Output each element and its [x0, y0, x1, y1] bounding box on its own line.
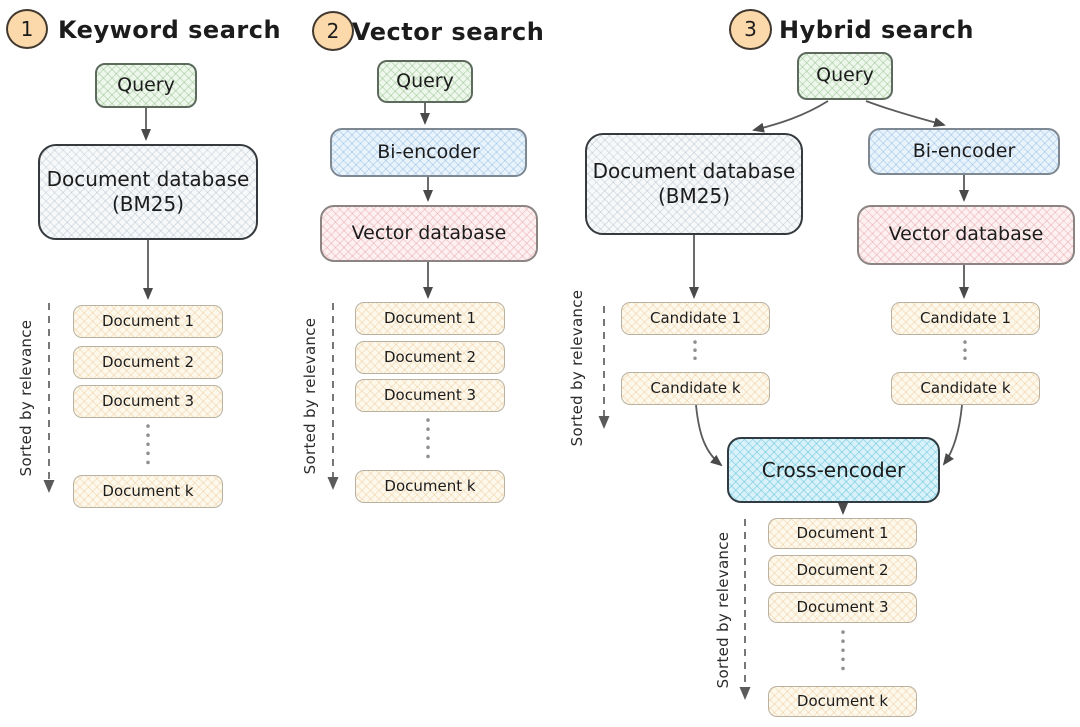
hybrid-document-item: Document 2 [768, 555, 917, 586]
section-hybrid-title: Hybrid search [779, 16, 974, 44]
vector-document-item: Document 2 [355, 341, 505, 374]
hybrid-db-line1: Document database [592, 159, 796, 183]
arrow-hybrid-query-to-db-icon [752, 100, 829, 133]
hybrid-candidate-item-left: Candidate k [621, 372, 770, 405]
keyword-document-item: Document 3 [73, 385, 223, 418]
hybrid-vector-db-node: Vector database [857, 205, 1075, 265]
curve-candidates-left-to-crossencoder-icon [695, 404, 723, 467]
keyword-document-item: Document k [73, 475, 223, 508]
section-hybrid-number-badge: 3 [729, 9, 772, 50]
keyword-document-db-label: Document database (BM25) [47, 167, 250, 217]
hybrid-document-item: Document 3 [768, 592, 917, 623]
arrow-hybrid-query-to-biencoder-icon [865, 100, 946, 128]
hybrid-cross-encoder-node: Cross-encoder [727, 437, 940, 503]
vector-document-item: Document k [355, 470, 505, 503]
keyword-sorted-label: Sorted by relevance [17, 319, 35, 477]
keyword-document-db-node: Document database (BM25) [38, 144, 258, 240]
hybrid-bi-encoder-node: Bi-encoder [868, 128, 1060, 175]
vector-query-node: Query [377, 60, 473, 103]
hybrid-documents-sorted-label: Sorted by relevance [714, 531, 732, 689]
hybrid-candidate-item-right: Candidate k [891, 372, 1040, 405]
vector-bi-encoder-node: Bi-encoder [330, 128, 527, 177]
section-keyword-number-badge: 1 [6, 9, 48, 49]
vector-vector-db-node: Vector database [320, 205, 538, 262]
hybrid-candidate-item-left: Candidate 1 [621, 302, 770, 335]
section-vector-title: Vector search [352, 18, 545, 46]
keyword-db-line1: Document database [46, 167, 250, 191]
hybrid-document-item: Document 1 [768, 518, 917, 549]
vector-document-item: Document 3 [355, 379, 505, 412]
hybrid-candidate-item-right: Candidate 1 [891, 302, 1040, 335]
keyword-document-item: Document 2 [73, 346, 223, 379]
keyword-db-line2: (BM25) [111, 192, 184, 216]
vector-document-item: Document 1 [355, 302, 505, 335]
hybrid-document-db-node: Document database (BM25) [585, 133, 803, 235]
keyword-document-item: Document 1 [73, 305, 223, 338]
keyword-query-node: Query [95, 63, 197, 108]
hybrid-candidates-sorted-label: Sorted by relevance [568, 289, 586, 447]
hybrid-query-node: Query [797, 52, 893, 100]
hybrid-document-item: Document k [768, 686, 917, 717]
section-vector-number-badge: 2 [312, 11, 354, 51]
vector-sorted-label: Sorted by relevance [301, 317, 319, 475]
hybrid-db-line2: (BM25) [657, 184, 730, 208]
section-keyword-title: Keyword search [58, 16, 282, 44]
curve-candidates-right-to-crossencoder-icon [942, 404, 963, 466]
hybrid-document-db-label: Document database (BM25) [593, 159, 796, 209]
